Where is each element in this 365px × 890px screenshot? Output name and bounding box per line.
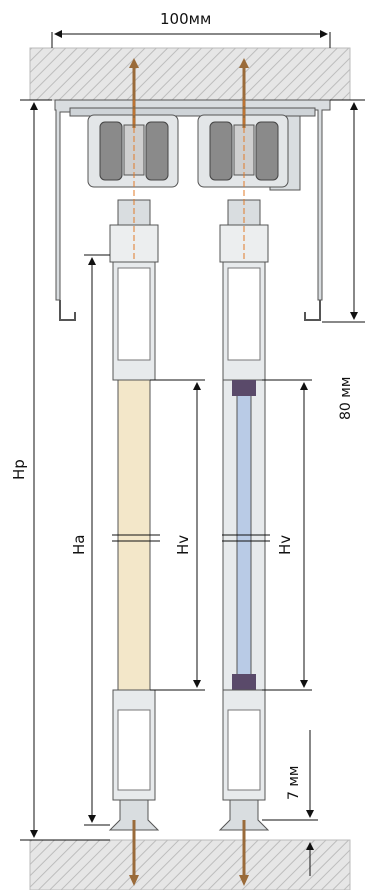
left-roller-carriage <box>87 114 179 263</box>
right-door-frame <box>218 261 270 831</box>
width-label: 100мм <box>160 10 211 28</box>
insert-left-label: Hv <box>174 535 192 555</box>
bottom-gap-dimension <box>262 730 318 876</box>
left-door-frame <box>108 261 160 831</box>
bottom-screws <box>129 820 249 886</box>
hv-right-dimension <box>262 379 312 691</box>
total-height-label: Hp <box>10 459 28 480</box>
top-gap-dimension <box>322 99 365 323</box>
ceiling-hatch <box>29 47 351 101</box>
hv-left-dimension <box>150 379 205 691</box>
hp-dimension <box>20 99 110 841</box>
panel-a-label: Ha <box>70 535 88 555</box>
top-gap-label: 80 мм <box>338 377 354 420</box>
width-dimension <box>51 30 331 48</box>
floor-hatch <box>29 839 351 890</box>
bottom-gap-label: 7 мм <box>286 766 302 800</box>
insert-right-label: Hv <box>276 535 294 555</box>
break-marks <box>112 534 270 542</box>
top-screws <box>129 58 249 128</box>
top-rail <box>54 99 331 321</box>
ha-dimension <box>84 254 110 826</box>
right-roller-carriage <box>197 114 289 263</box>
